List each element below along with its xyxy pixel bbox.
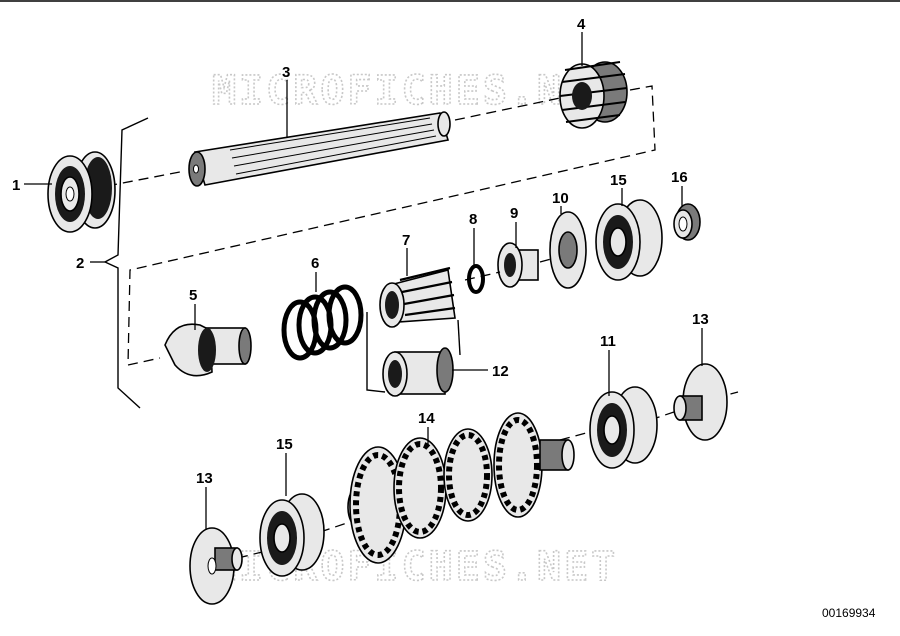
part-bearing-15-upper[interactable] (595, 199, 663, 281)
callout-11: 11 (600, 333, 616, 350)
centerline-middle (464, 257, 556, 281)
callout-1: 1 (12, 177, 20, 194)
part-sleeve-12[interactable] (382, 347, 454, 397)
part-washer-13-left[interactable] (189, 527, 243, 605)
callout-12: 12 (492, 363, 509, 380)
watermark-top: MICROFICHES.NET (212, 68, 618, 114)
centerline-shaft-gear (454, 97, 561, 121)
part-seal-16[interactable] (673, 203, 701, 241)
bracket-7-12-left (366, 312, 386, 393)
callout-2: 2 (76, 255, 84, 272)
callout-4: 4 (577, 16, 586, 33)
part-bearing-15-lower[interactable] (259, 493, 325, 577)
callout-8: 8 (469, 211, 477, 228)
callout-6: 6 (311, 255, 319, 272)
callout-16: 16 (671, 169, 688, 186)
part-spring-6[interactable] (281, 284, 364, 361)
group-bracket-2 (103, 117, 149, 409)
callout-14: 14 (418, 410, 435, 427)
part-sleeve-5[interactable] (164, 323, 252, 377)
callout-13-right: 13 (692, 311, 709, 328)
callout-13-left: 13 (196, 470, 213, 487)
part-gear-7[interactable] (379, 266, 456, 328)
part-cluster-gear-14[interactable] (347, 412, 575, 564)
callout-5: 5 (189, 287, 197, 304)
drawing-number: 00169934 (822, 606, 876, 620)
bracket-7-12-right (457, 319, 461, 356)
callout-15-upper: 15 (610, 172, 627, 189)
part-bushing-9[interactable] (497, 242, 539, 288)
callout-9: 9 (510, 205, 518, 222)
callout-7: 7 (402, 232, 410, 249)
part-washer-13-right[interactable] (673, 363, 728, 441)
part-shaft-3[interactable] (188, 111, 451, 187)
assembly-dashed-frame (127, 85, 656, 366)
part-bearing-11[interactable] (589, 386, 658, 469)
part-gear-4[interactable] (559, 61, 628, 129)
leader-lines (24, 32, 703, 530)
part-bearing-1[interactable] (47, 151, 116, 233)
callout-15-lower: 15 (276, 436, 293, 453)
callout-3: 3 (282, 64, 290, 81)
part-washer-10[interactable] (549, 211, 587, 289)
callout-10: 10 (552, 190, 569, 207)
